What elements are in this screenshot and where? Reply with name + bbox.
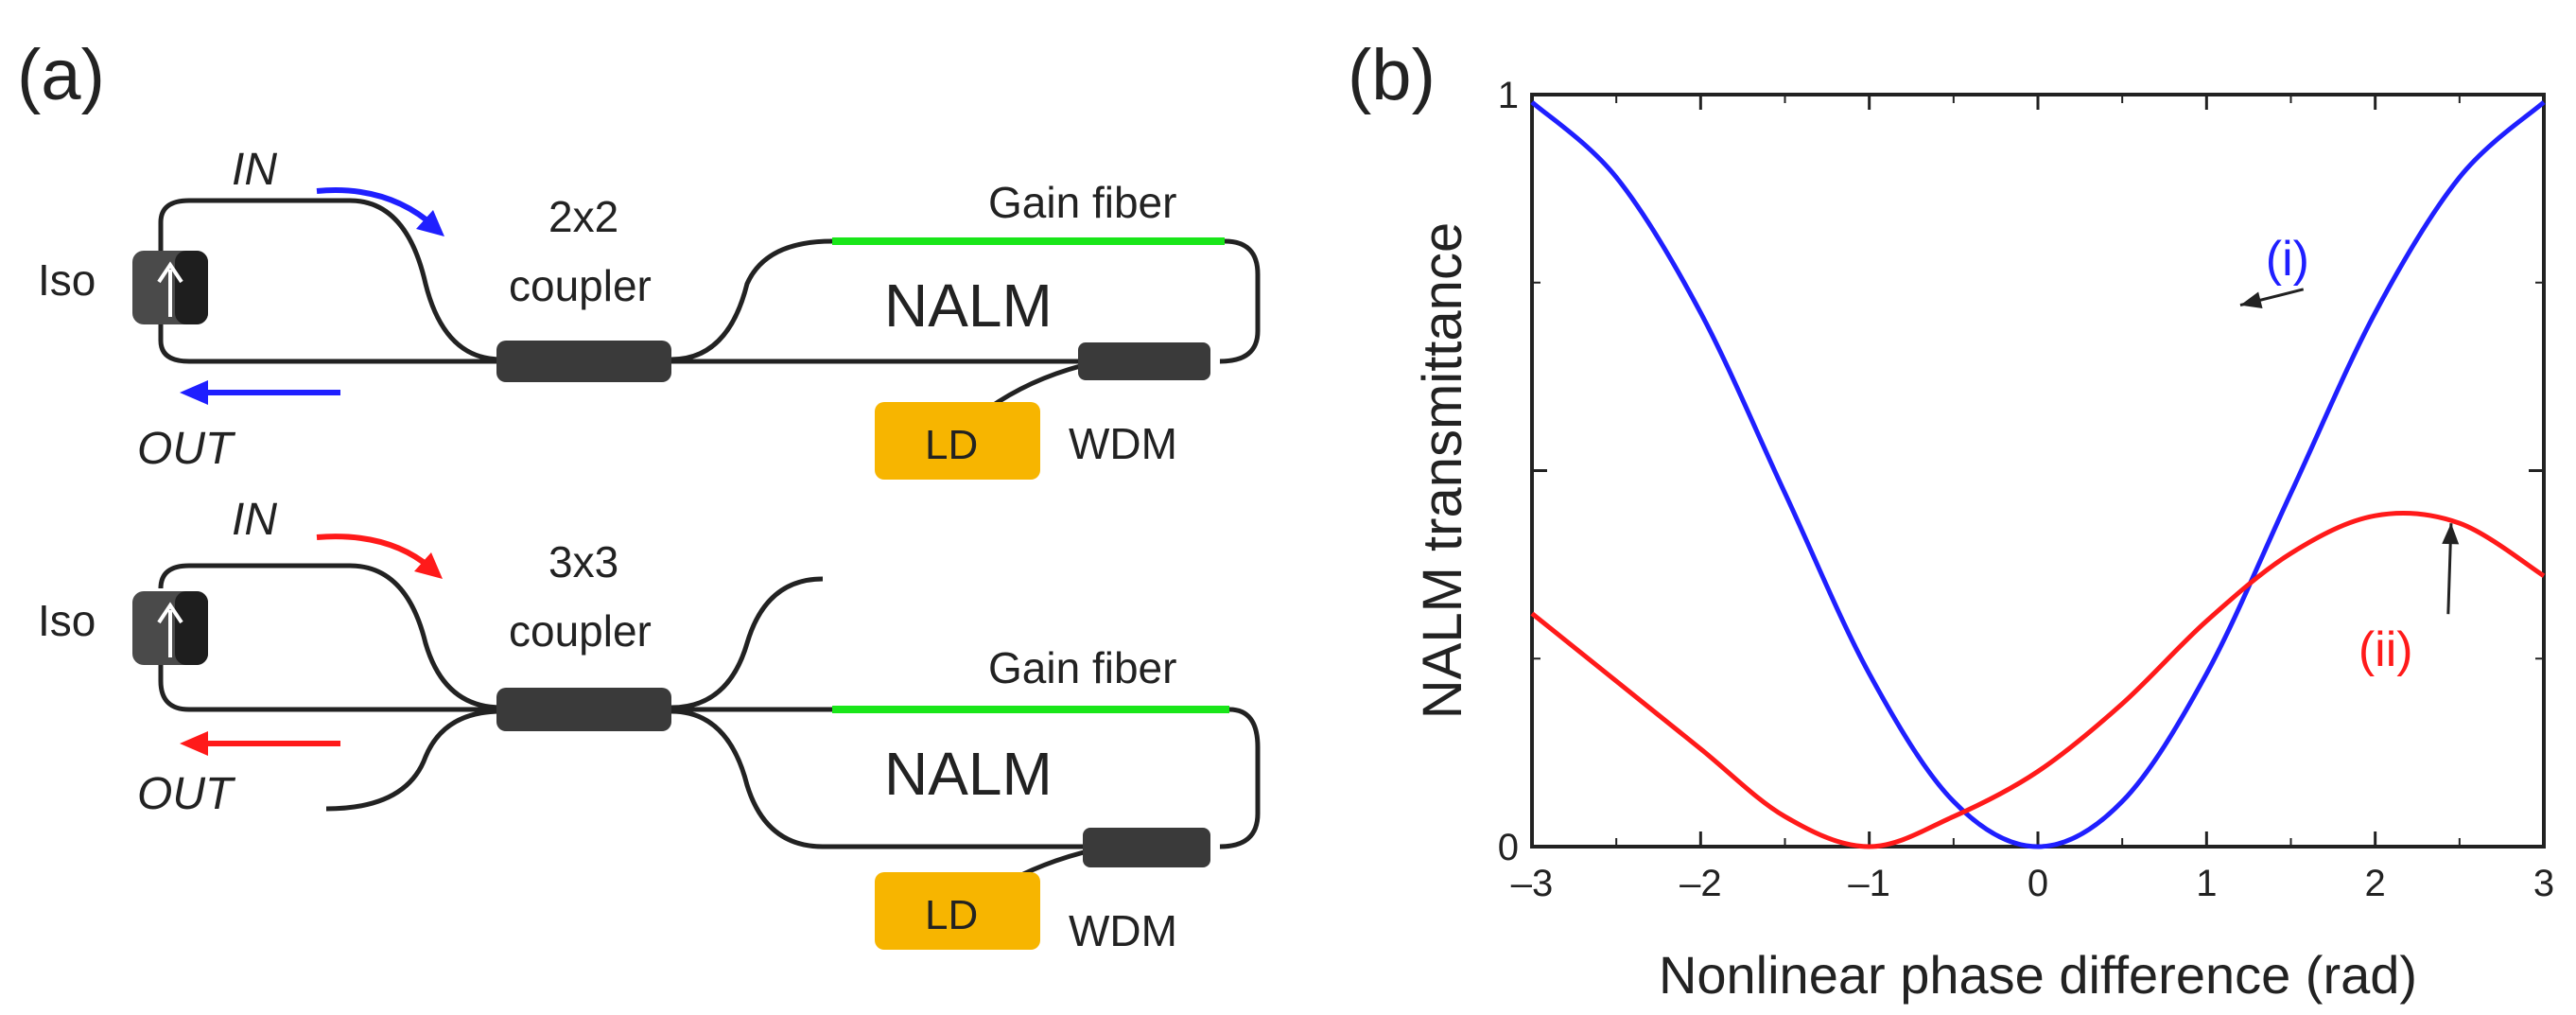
bottom-ld-box	[875, 872, 1040, 950]
bottom-isolator-loop-fiber	[158, 563, 502, 710]
top-coupler-upper-output-fiber	[670, 238, 833, 362]
y-tick-label: 1	[1498, 75, 1519, 116]
bottom-in-arrowhead-icon	[414, 552, 443, 579]
bottom-coupler-label-2: coupler	[509, 606, 652, 656]
panel-a: (a) LD IN	[17, 35, 1261, 955]
bottom-wdm-label: WDM	[1069, 906, 1177, 955]
series-annotation-1: (ii)	[2358, 622, 2413, 677]
top-ld-pigtail	[986, 361, 1088, 411]
series-annotation-0: (i)	[2266, 232, 2309, 287]
top-in-label: IN	[232, 145, 277, 195]
bottom-out-label: OUT	[137, 769, 236, 819]
bottom-return-fiber	[158, 657, 501, 712]
bottom-out-arrowhead-icon	[180, 731, 208, 756]
bottom-in-label: IN	[232, 495, 277, 545]
x-tick-label: –3	[1511, 863, 1554, 904]
bottom-coupler-label-1: 3x3	[548, 537, 618, 586]
top-wdm-label: WDM	[1069, 419, 1177, 468]
top-in-arrowhead-icon	[416, 210, 444, 236]
top-wdm-body	[1078, 342, 1210, 380]
top-coupler-label-1: 2x2	[548, 192, 618, 241]
x-axis-title: Nonlinear phase difference (rad)	[1659, 945, 2417, 1005]
bottom-ld-label: LD	[925, 892, 978, 938]
x-tick-label: 2	[2365, 863, 2386, 904]
bottom-iso-label: Iso	[38, 596, 96, 645]
top-return-fiber	[158, 303, 501, 364]
bottom-left-lower-fiber	[325, 709, 502, 812]
x-tick-label: 1	[2196, 863, 2217, 904]
series-line-1	[1530, 511, 2546, 849]
annotation-arrowhead-1	[2442, 523, 2460, 545]
annotation-arrowhead-0	[2240, 291, 2263, 308]
bottom-right-upper-fiber	[670, 576, 824, 710]
top-nalm-label: NALM	[884, 271, 1053, 340]
panel-b-label: (b)	[1348, 35, 1436, 115]
top-isolator-shade	[175, 251, 208, 324]
series-line-0	[1530, 100, 2546, 849]
x-tick-label: 3	[2533, 863, 2554, 904]
bottom-gain-fiber-label: Gain fiber	[988, 643, 1176, 692]
bottom-isolator-arrow-icon	[157, 602, 183, 657]
y-axis-title: NALM transmittance	[1412, 222, 1473, 719]
panel-a-label: (a)	[17, 35, 105, 115]
top-isolator-loop-fiber	[158, 198, 502, 362]
top-in-arrow-icon	[316, 187, 438, 230]
top-iso-label: Iso	[38, 255, 96, 305]
top-isolator-arrow-icon	[157, 261, 183, 317]
x-tick-label: –1	[1848, 863, 1890, 904]
top-out-label: OUT	[137, 424, 236, 474]
bottom-loop-right-fiber	[1219, 707, 1261, 849]
top-ld-box	[875, 402, 1040, 480]
bottom-isolator-shade	[175, 591, 208, 665]
bottom-nalm-label: NALM	[884, 740, 1053, 808]
top-ld-label: LD	[925, 422, 978, 468]
bottom-in-arrow-icon	[316, 534, 432, 570]
top-loop-right-fiber	[1219, 238, 1261, 364]
y-tick-label: 0	[1498, 827, 1519, 868]
bottom-right-lower-fiber	[670, 709, 1083, 849]
top-coupler-body	[496, 341, 671, 382]
top-coupler-label-2: coupler	[509, 261, 652, 310]
top-out-arrowhead-icon	[180, 380, 208, 405]
top-gain-fiber-label: Gain fiber	[988, 178, 1176, 227]
bottom-coupler-body	[496, 688, 671, 731]
x-tick-label: 0	[2028, 863, 2048, 904]
x-tick-label: –2	[1680, 863, 1722, 904]
bottom-wdm-body	[1083, 828, 1210, 867]
